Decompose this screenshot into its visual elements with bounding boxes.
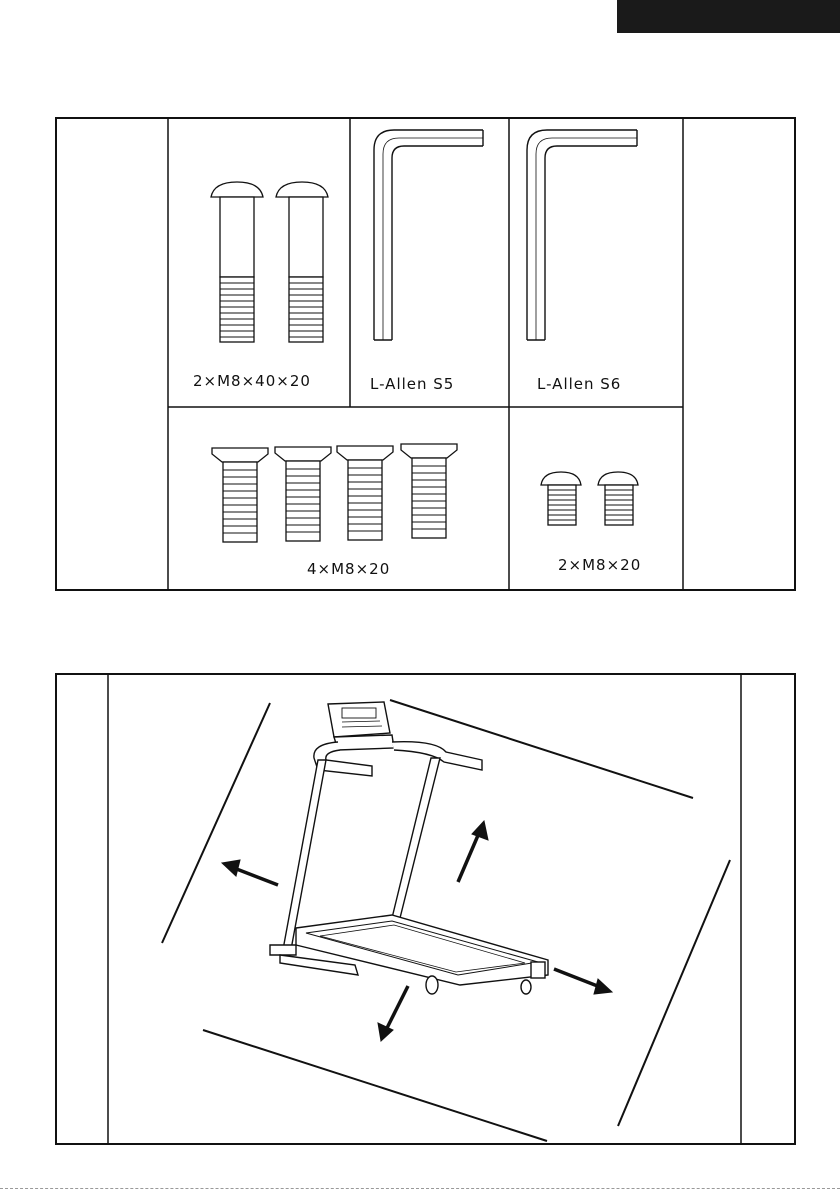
treadmill-icon: [270, 702, 548, 994]
clearance-lines: [162, 700, 730, 1141]
arrow-front-icon: [378, 986, 408, 1041]
arrow-back-icon: [458, 821, 488, 882]
arrow-right-icon: [554, 969, 612, 994]
bottom-dashed-rule: [0, 1188, 840, 1189]
arrow-left-icon: [222, 860, 278, 885]
